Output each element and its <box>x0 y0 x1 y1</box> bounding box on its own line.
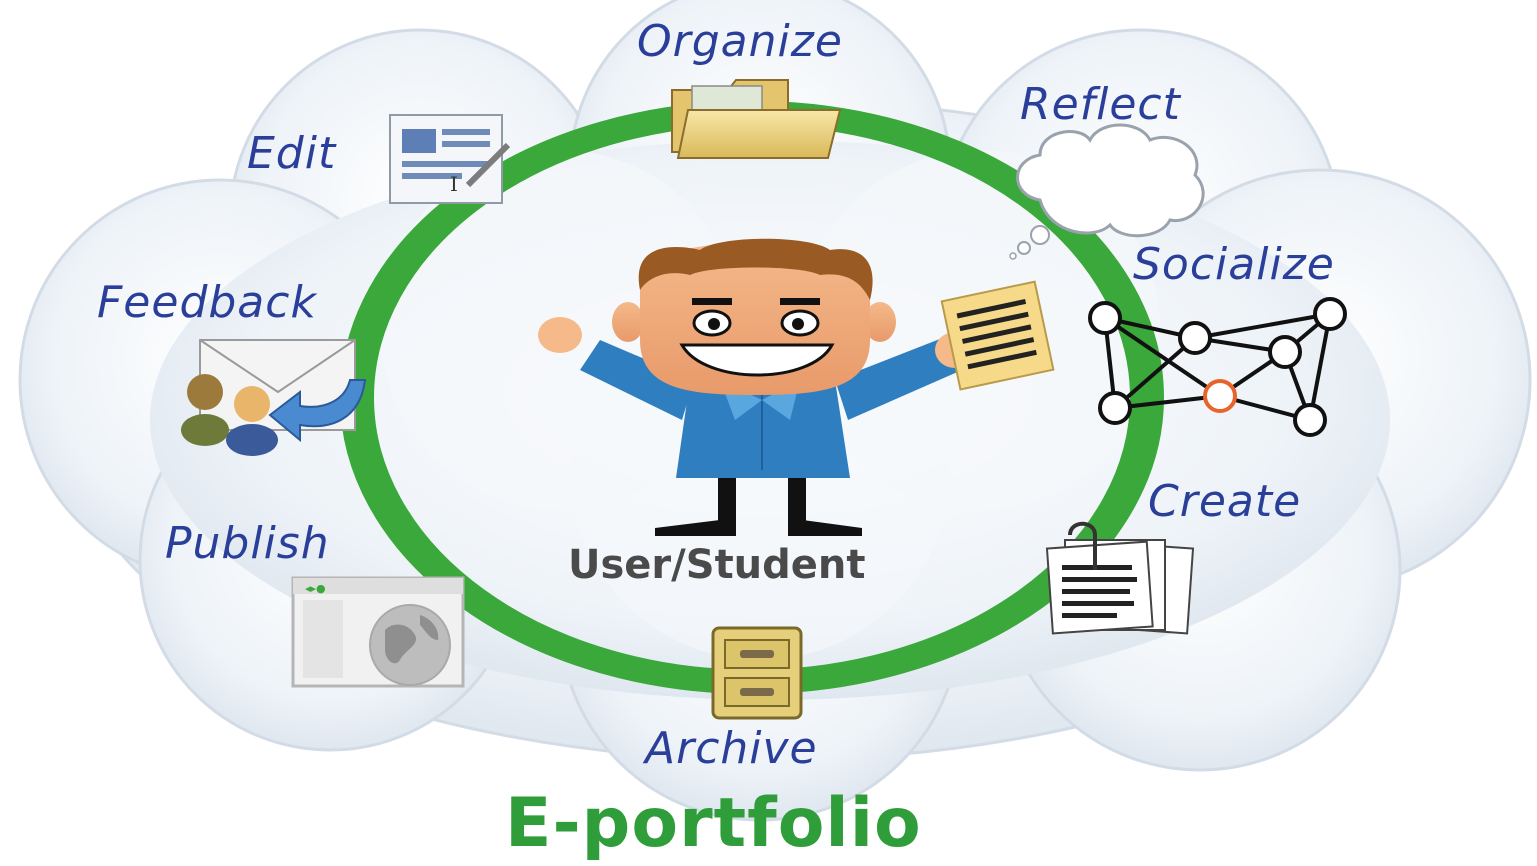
label-edit: Edit <box>247 128 337 179</box>
svg-text:I: I <box>450 172 458 196</box>
held-paper-icon <box>940 280 1055 391</box>
documents-clip-icon <box>1045 521 1195 635</box>
svg-text:◂▸●: ◂▸● <box>305 582 326 595</box>
mail-feedback-icon <box>181 339 367 456</box>
web-browser-globe-icon: ◂▸● <box>291 576 465 688</box>
file-cabinet-icon <box>711 626 803 720</box>
social-network-icon <box>1088 297 1347 437</box>
label-reflect: Reflect <box>1020 79 1181 130</box>
diagram-title: E-portfolio <box>505 784 922 863</box>
label-create: Create <box>1148 476 1302 527</box>
label-archive: Archive <box>645 723 818 774</box>
label-publish: Publish <box>165 518 330 569</box>
label-socialize: Socialize <box>1133 239 1335 290</box>
folder-icon <box>671 79 842 159</box>
thought-bubble-icon <box>1009 123 1205 260</box>
label-organize: Organize <box>637 16 843 67</box>
student-figure <box>538 238 1055 536</box>
label-feedback: Feedback <box>97 277 317 328</box>
center-user-label: User/Student <box>568 542 866 588</box>
document-edit-icon: I <box>389 114 511 204</box>
